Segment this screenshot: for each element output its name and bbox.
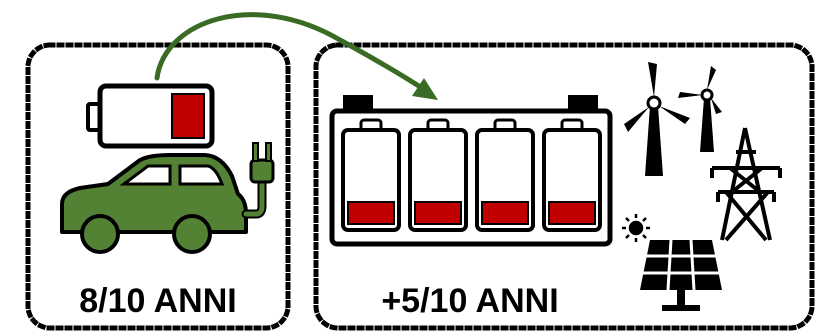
battery-cell-3	[475, 118, 535, 232]
power-pylon-icon	[710, 127, 782, 242]
sun-icon	[622, 214, 650, 242]
transfer-arrow-icon	[154, 12, 438, 100]
storage-battery-icon	[329, 95, 613, 247]
left-panel-frame	[25, 42, 291, 331]
ev-battery-icon	[86, 83, 215, 149]
right-panel-label: +5/10 ANNI	[381, 282, 558, 320]
battery-cell-4	[542, 118, 602, 232]
electric-car-icon	[60, 153, 248, 254]
charging-plug-icon	[241, 142, 275, 219]
battery-cell-2	[408, 118, 468, 232]
left-panel-label: 8/10 ANNI	[79, 282, 236, 320]
right-panel-frame	[313, 42, 815, 331]
wind-turbine-icon	[624, 62, 722, 176]
solar-panel-icon	[640, 239, 722, 311]
battery-cell-1	[341, 118, 401, 232]
